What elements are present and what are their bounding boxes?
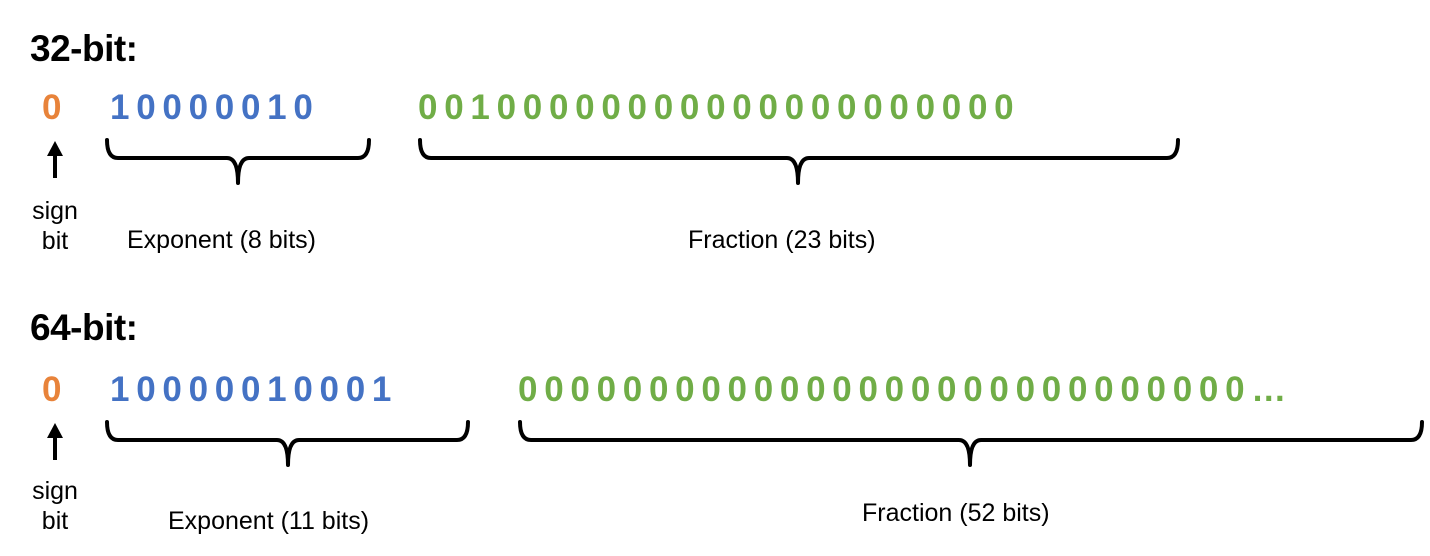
sign-bit-32: 0 xyxy=(42,88,62,127)
sign-bit-64: 0 xyxy=(42,370,62,409)
exponent-bits-64: 1 0 0 0 0 0 1 0 0 0 1 xyxy=(110,370,392,409)
exponent-brace-64 xyxy=(105,420,470,467)
fraction-bits-32: 0 0 1 0 0 0 0 0 0 0 0 0 0 0 0 0 0 0 0 0 … xyxy=(418,88,1014,127)
sign-bit-label-32: sign bit xyxy=(32,197,78,255)
up-arrow-icon xyxy=(47,423,63,460)
exponent-label-32: Exponent (8 bits) xyxy=(127,226,316,254)
up-arrow-icon xyxy=(47,141,63,178)
fraction-label-64: Fraction (52 bits) xyxy=(862,499,1050,527)
exponent-label-64: Exponent (11 bits) xyxy=(168,507,370,535)
fraction-bits-64: 0 0 0 0 0 0 0 0 0 0 0 0 0 0 0 0 0 0 0 0 … xyxy=(518,370,1287,409)
fraction-label-32: Fraction (23 bits) xyxy=(688,226,876,254)
section-title-32bit: 32-bit: xyxy=(30,28,138,69)
sign-bit-label-64: sign bit xyxy=(32,477,78,535)
section-title-64bit: 64-bit: xyxy=(30,307,138,348)
exponent-brace-32 xyxy=(105,138,371,185)
exponent-bits-32: 1 0 0 0 0 0 1 0 xyxy=(110,88,313,127)
fraction-brace-64 xyxy=(518,420,1424,467)
fraction-brace-32 xyxy=(418,138,1180,185)
